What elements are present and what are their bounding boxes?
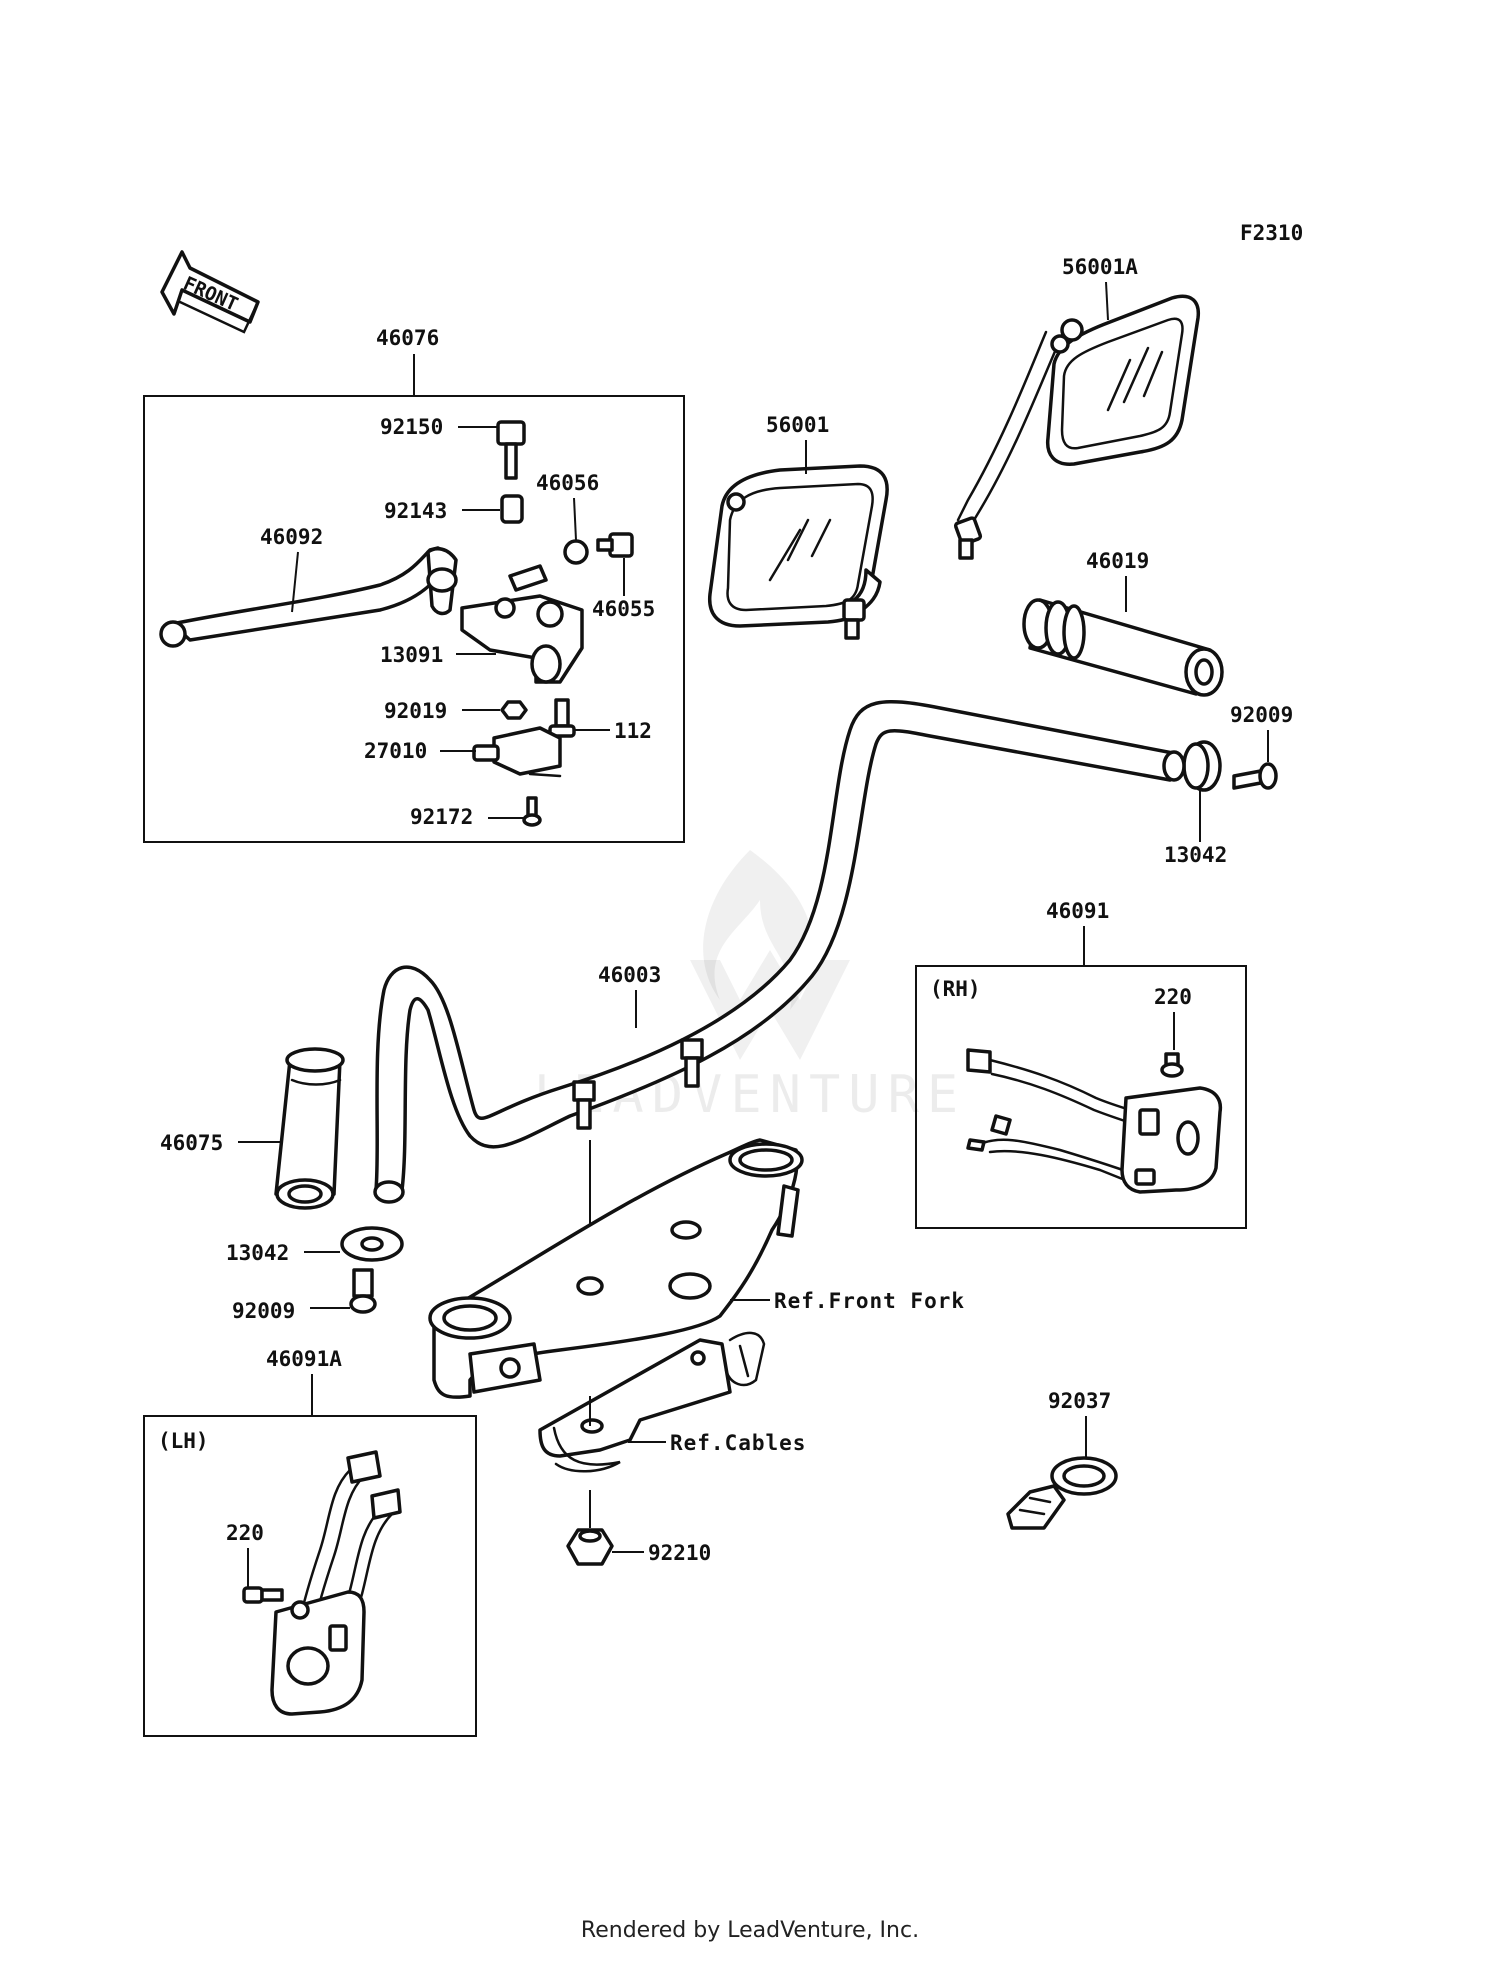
label-92009-left: 92009 [232,1299,295,1323]
label-46056: 46056 [536,471,599,495]
label-13042-left: 13042 [226,1241,289,1265]
adjuster-46055 [596,532,634,558]
label-13091: 13091 [380,643,443,667]
label-56001: 56001 [766,413,829,437]
ref-cables: Ref.Cables [670,1431,806,1455]
label-220-rh: 220 [1154,985,1192,1009]
rh-tag: (RH) [930,977,981,1001]
grip-46075 [274,1047,345,1210]
nut-92210 [566,1528,614,1566]
label-46092: 46092 [260,525,323,549]
label-92037: 92037 [1048,1389,1111,1413]
rh-switch-housing [966,1048,1223,1194]
cable-bracket [538,1331,766,1473]
footer-credit: Rendered by LeadVenture, Inc. [580,1918,920,1943]
clamp-92037 [1006,1456,1118,1530]
screw-92172 [522,796,542,827]
mirror-56001A [953,294,1201,560]
screw-220-rh [1160,1052,1184,1078]
label-46076: 46076 [376,326,439,350]
label-46055: 46055 [592,597,655,621]
label-27010: 27010 [364,739,427,763]
bolt-92150 [496,420,526,480]
front-arrow-icon: FRONT [160,250,260,334]
label-46019: 46019 [1086,549,1149,573]
label-92143: 92143 [384,499,447,523]
screw-92009-left [349,1268,377,1314]
nut-92019 [500,700,528,720]
rh-switch-group: 46091 (RH) 220 [915,899,1247,1229]
label-46003: 46003 [598,963,661,987]
lever-holder-13091 [460,564,584,684]
weight-13042-left [340,1226,404,1262]
screw-220-lh [242,1586,284,1604]
mirror-56001 [707,464,889,640]
screw-112 [548,698,576,738]
label-46091A: 46091A [266,1347,342,1371]
lever-assembly-group: 46076 92150 92143 46056 46055 [143,326,685,843]
weight-13042-right [1182,740,1222,792]
lever-assembly-box [143,395,685,843]
label-92172: 92172 [410,805,473,829]
nut-46056 [563,539,589,565]
label-220-lh: 220 [226,1521,264,1545]
screw-92009-right [1232,762,1278,790]
lh-tag: (LH) [158,1429,209,1453]
lever-46092 [159,546,458,648]
diagram-code: F2310 [1240,221,1303,245]
label-56001A: 56001A [1062,255,1138,279]
lh-switch-group: 46091A (LH) 220 [143,1347,477,1737]
label-92210: 92210 [648,1541,711,1565]
collar-92143 [500,494,524,524]
label-92019: 92019 [384,699,447,723]
top-clamp [428,1138,804,1399]
handlebar-46003 [373,699,1186,1204]
lh-switch-housing [270,1450,402,1716]
grip-46019 [1022,598,1224,697]
label-13042-right: 13042 [1164,843,1227,867]
label-46075: 46075 [160,1131,223,1155]
lh-switch-box [143,1415,477,1737]
label-46091: 46091 [1046,899,1109,923]
rh-switch-box [915,965,1247,1229]
ref-front-fork: Ref.Front Fork [774,1289,965,1313]
switch-27010 [472,726,562,778]
label-112: 112 [614,719,652,743]
label-92150: 92150 [380,415,443,439]
label-92009-right: 92009 [1230,703,1293,727]
